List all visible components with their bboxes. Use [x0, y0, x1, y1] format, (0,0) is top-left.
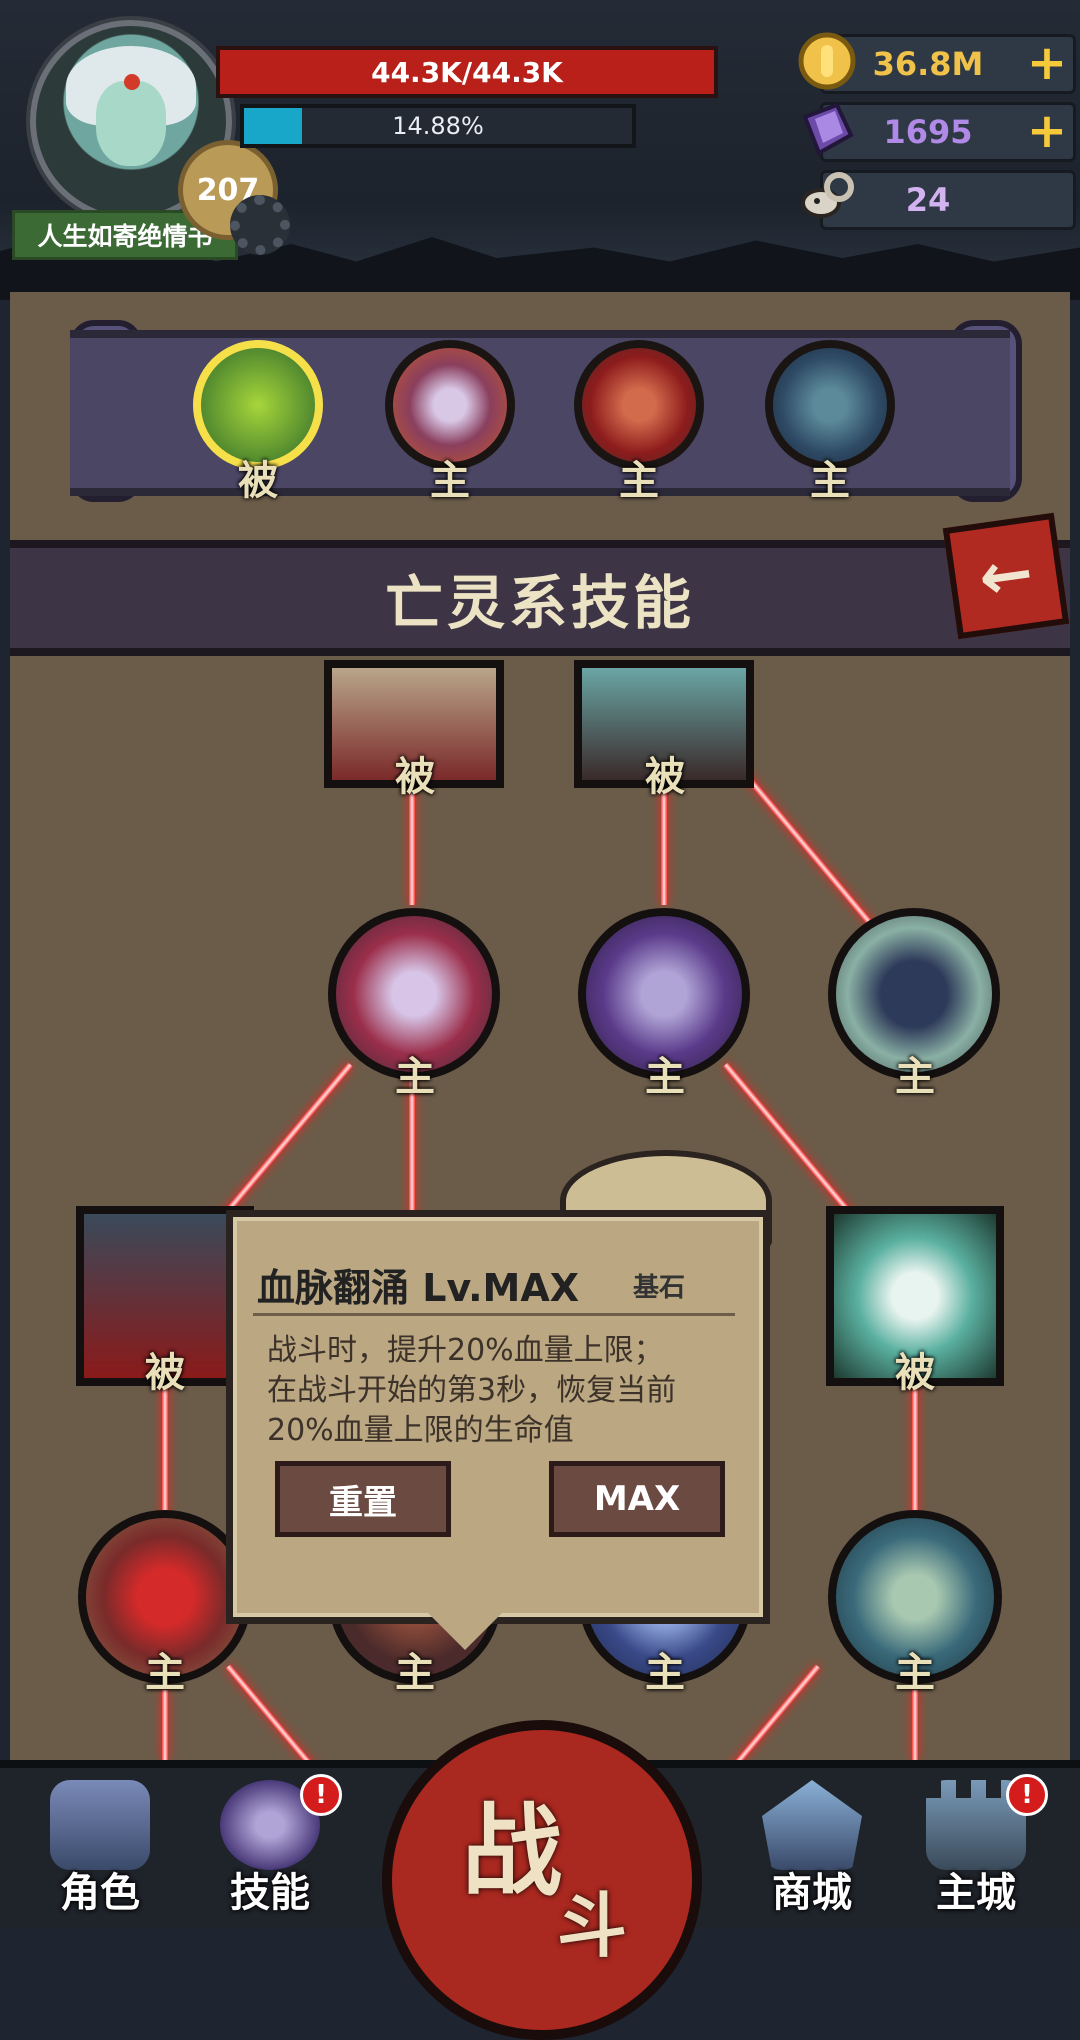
equipped-slot-4-tag: 主	[810, 458, 850, 504]
skill-node-r4c1-tag: 主	[395, 1650, 435, 1696]
add-gem-button[interactable]: +	[1026, 103, 1068, 159]
skill-school-title: 亡灵系技能	[10, 540, 1070, 656]
back-arrow-button[interactable]: ←	[942, 512, 1070, 640]
skill-node-r3c3[interactable]	[826, 1206, 1004, 1386]
equipped-slot-3[interactable]	[574, 340, 704, 470]
settings-gear-icon[interactable]	[230, 195, 290, 255]
avatar-face	[96, 81, 166, 166]
battle-label-1: 战	[462, 1793, 562, 1910]
skill-node-r1c2-tag: 被	[645, 754, 685, 800]
tree-connector	[661, 790, 667, 905]
skull-resource: 24	[801, 170, 1076, 230]
tree-connector	[912, 1380, 918, 1530]
tree-connector	[162, 1690, 168, 1760]
gold-resource: 36.8M +	[798, 32, 1076, 94]
gem-value: 1695	[883, 113, 973, 151]
battle-button[interactable]: 战 斗	[382, 1720, 702, 2040]
skill-node-r4c3[interactable]	[828, 1510, 1002, 1684]
equipped-slot-1[interactable]	[193, 340, 323, 470]
max-level-button[interactable]: MAX	[549, 1461, 725, 1537]
nav-skill[interactable]: 技能 !	[200, 1774, 342, 1920]
skill-node-r3c0[interactable]	[76, 1206, 254, 1386]
skill-node-r1c2[interactable]	[574, 660, 754, 788]
nav-role-label: 角色	[60, 1870, 140, 1916]
nav-role[interactable]: 角色	[30, 1780, 170, 1920]
purple-gem-icon	[802, 102, 854, 156]
tooltip-subtitle: 基石	[633, 1273, 686, 1303]
helmet-icon	[50, 1780, 150, 1870]
skill-alert-badge: !	[300, 1774, 342, 1816]
skill-node-r3c0-tag: 被	[145, 1350, 185, 1396]
equipped-slot-4[interactable]	[765, 340, 895, 470]
equipped-slot-2[interactable]	[385, 340, 515, 470]
gold-value: 36.8M	[872, 45, 984, 83]
equipped-slot-3-tag: 主	[619, 458, 659, 504]
reset-button[interactable]: 重置	[275, 1461, 451, 1537]
equipped-slot-2-tag: 主	[430, 458, 470, 504]
gem-resource: 1695 +	[802, 102, 1076, 162]
nav-shop[interactable]: 商城	[742, 1780, 882, 1920]
nav-shop-label: 商城	[772, 1870, 852, 1916]
skill-node-r2c1-tag: 主	[395, 1054, 435, 1100]
hp-bar: 44.3K/44.3K	[216, 46, 718, 98]
exp-bar: 14.88%	[240, 104, 636, 148]
nav-city-label: 主城	[936, 1870, 1016, 1916]
skill-node-r4c0-tag: 主	[145, 1650, 185, 1696]
skull-value: 24	[905, 181, 951, 219]
tree-connector	[409, 790, 415, 905]
exp-text: 14.88%	[392, 112, 484, 140]
gold-coin-icon	[798, 32, 856, 90]
equipped-slot-1-tag: 被	[238, 458, 278, 504]
skill-node-r1c1[interactable]	[324, 660, 504, 788]
city-alert-badge: !	[1006, 1774, 1048, 1816]
avatar-gem	[124, 74, 140, 90]
player-level-badge: 207	[178, 140, 278, 240]
skill-tooltip: 血脉翻涌 Lv.MAX 基石 战斗时，提升20%血量上限； 在战斗开始的第3秒，…	[226, 1210, 770, 1624]
tooltip-description: 战斗时，提升20%血量上限； 在战斗开始的第3秒，恢复当前 20%血量上限的生命…	[267, 1333, 677, 1448]
tree-connector	[162, 1380, 168, 1530]
skill-node-r3c3-tag: 被	[895, 1350, 935, 1396]
ram-skull-icon	[801, 172, 854, 218]
skill-node-r2c2-tag: 主	[645, 1054, 685, 1100]
add-gold-button[interactable]: +	[1026, 35, 1068, 91]
exp-bar-fill	[244, 108, 302, 144]
skill-node-r2c2[interactable]	[578, 908, 750, 1080]
battle-label-2: 斗	[557, 1885, 627, 1967]
skill-node-r1c1-tag: 被	[395, 754, 435, 800]
skill-node-r4c2-tag: 主	[645, 1650, 685, 1696]
tooltip-title: 血脉翻涌 Lv.MAX	[257, 1266, 580, 1310]
skill-node-r4c3-tag: 主	[895, 1650, 935, 1696]
tooltip-divider	[253, 1313, 735, 1316]
nav-city[interactable]: 主城 !	[906, 1774, 1048, 1920]
shop-tent-icon	[762, 1780, 862, 1870]
skill-node-r2c1[interactable]	[328, 908, 500, 1080]
tree-connector	[912, 1690, 918, 1760]
skill-node-r2c3-tag: 主	[895, 1054, 935, 1100]
nav-skill-label: 技能	[230, 1870, 310, 1916]
skill-node-r2c3[interactable]	[828, 908, 1000, 1080]
